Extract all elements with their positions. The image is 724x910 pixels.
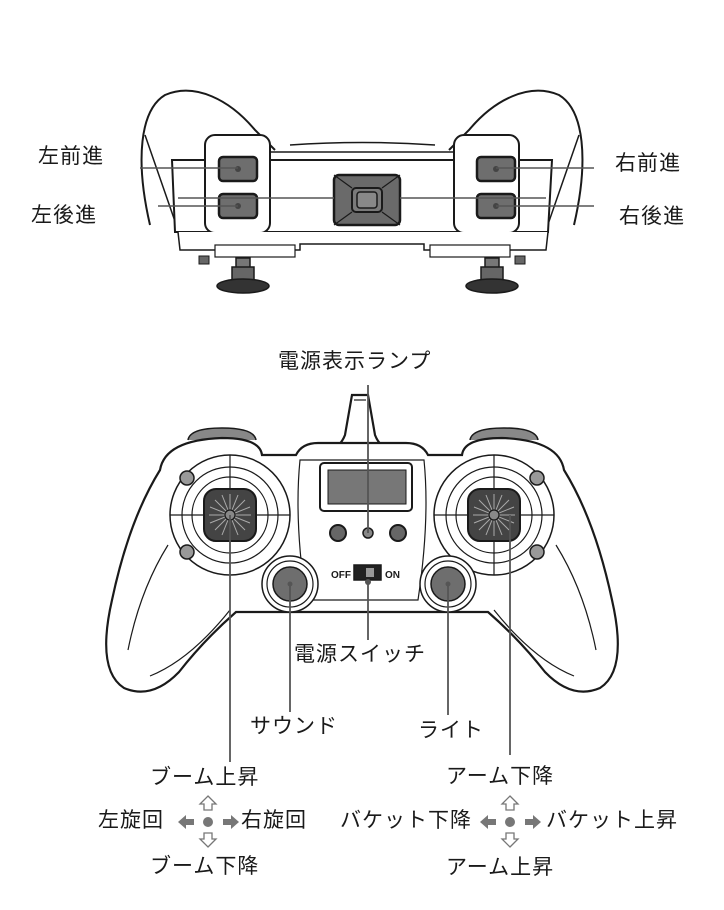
label-right-backward: 右後進 xyxy=(619,204,685,228)
label-turn-left: 左旋回 xyxy=(98,808,164,832)
label-boom-down: ブーム下降 xyxy=(150,854,260,878)
right-foot-knob xyxy=(465,257,519,294)
stick-screws xyxy=(179,470,545,560)
leader-dots xyxy=(287,579,451,587)
arrow-up-icon xyxy=(198,795,218,811)
center-dot-icon xyxy=(203,817,213,827)
label-left-backward: 左後進 xyxy=(31,203,97,227)
left-forward-button xyxy=(217,155,259,183)
label-arm-up: アーム上昇 xyxy=(446,855,555,879)
label-turn-right: 右旋回 xyxy=(241,808,307,832)
label-power-lamp: 電源表示ランプ xyxy=(278,349,432,373)
arrow-right-icon xyxy=(223,815,239,829)
right-forward-button xyxy=(475,155,517,183)
arrow-down-icon xyxy=(500,832,520,848)
right-joystick xyxy=(467,488,521,542)
small-button-left xyxy=(329,524,347,542)
arrow-up-icon xyxy=(500,795,520,811)
center-square-button xyxy=(332,173,402,227)
lcd-display xyxy=(319,462,413,512)
arrow-left-icon xyxy=(480,815,496,829)
center-dot-icon xyxy=(505,817,515,827)
label-light: ライト xyxy=(418,718,484,742)
arrow-left-icon xyxy=(178,815,194,829)
left-foot-knob xyxy=(216,257,270,294)
label-arm-down: アーム下降 xyxy=(446,764,555,788)
label-power-switch: 電源スイッチ xyxy=(294,642,426,666)
label-sound: サウンド xyxy=(250,714,338,738)
switch-off-label: OFF xyxy=(331,570,351,581)
label-right-forward: 右前進 xyxy=(615,151,681,175)
label-bucket-up: バケット上昇 xyxy=(546,808,678,832)
front-leader-lines xyxy=(229,385,511,762)
small-button-right xyxy=(389,524,407,542)
switch-on-label: ON xyxy=(385,570,400,581)
left-stick-direction-arrows xyxy=(178,795,239,848)
label-boom-up: ブーム上昇 xyxy=(150,765,260,789)
label-bucket-down: バケット下降 xyxy=(340,808,472,832)
arrow-down-icon xyxy=(198,832,218,848)
top-leader-lines xyxy=(140,167,594,207)
right-stick-direction-arrows xyxy=(480,795,541,848)
label-left-forward: 左前進 xyxy=(38,144,104,168)
arrow-right-icon xyxy=(525,815,541,829)
